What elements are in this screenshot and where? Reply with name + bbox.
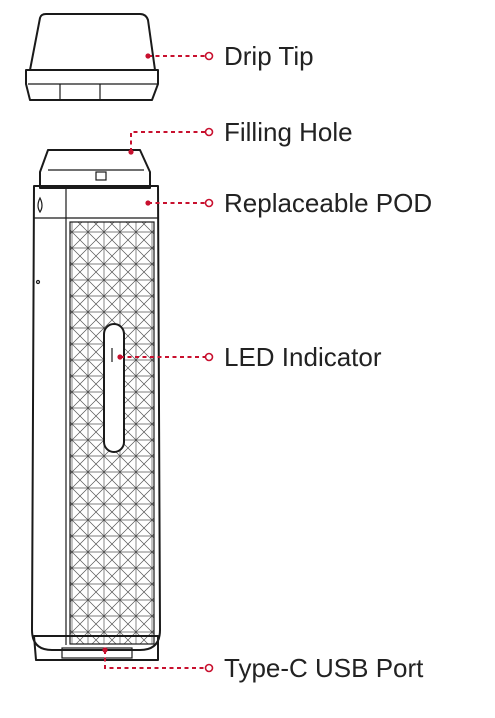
led-window — [103, 323, 125, 453]
leader-usb-port — [104, 650, 205, 669]
label-type-c-usb-port: Type-C USB Port — [224, 653, 424, 683]
label-replaceable-pod: Replaceable POD — [224, 188, 432, 218]
mesh-grille — [69, 221, 155, 645]
drip-tip-part — [25, 13, 159, 101]
drop-logo-icon — [37, 196, 43, 214]
leader-filling-hole — [130, 131, 205, 152]
device-body — [31, 149, 161, 661]
leader-lines — [102, 51, 214, 673]
label-filling-hole: Filling Hole — [224, 117, 353, 147]
label-drip-tip: Drip Tip — [224, 41, 314, 71]
label-led-indicator: LED Indicator — [224, 342, 382, 372]
